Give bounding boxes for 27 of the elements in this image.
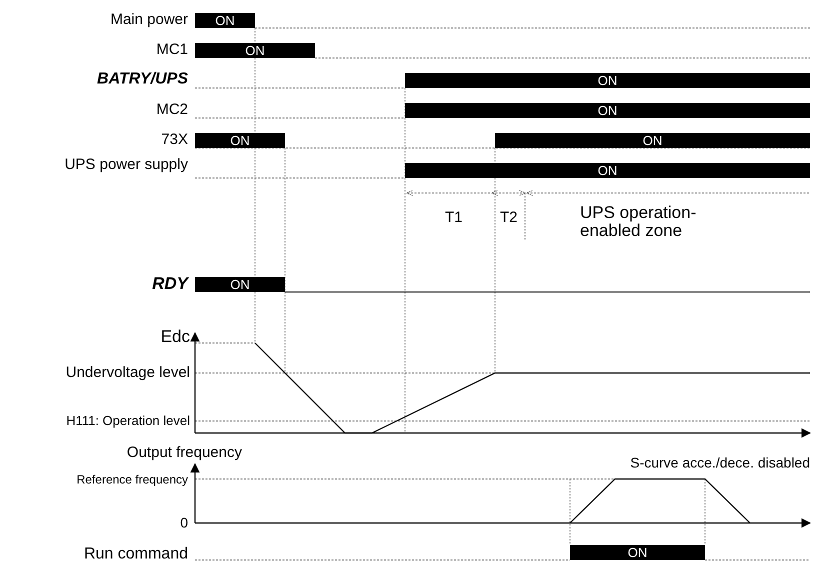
on-pulse: ON bbox=[405, 163, 810, 178]
on-pulse: ON bbox=[495, 133, 810, 148]
signal-name: MC2 bbox=[156, 102, 188, 118]
on-pulse: ON bbox=[570, 545, 705, 560]
signal-name: Run command bbox=[84, 546, 188, 564]
time-label: T1 bbox=[445, 210, 463, 226]
on-pulse: ON bbox=[195, 43, 315, 58]
axis-label: Output frequency bbox=[126, 445, 242, 461]
on-pulse: ON bbox=[195, 277, 285, 292]
axis-label: Edc bbox=[160, 328, 190, 346]
signal-name: UPS power supply bbox=[64, 157, 188, 173]
signal-name: BATRY/UPS bbox=[97, 72, 188, 88]
signal-name: 73X bbox=[161, 132, 188, 148]
level-label: 0 bbox=[180, 516, 188, 530]
signal-name: RDY bbox=[152, 275, 188, 293]
level-label: H111: Operation level bbox=[66, 414, 190, 428]
note-text: S-curve acce./dece. disabled bbox=[630, 456, 810, 470]
signal-name: Main power bbox=[110, 12, 188, 28]
signal-name: MC1 bbox=[156, 42, 188, 58]
on-pulse: ON bbox=[195, 13, 255, 28]
on-pulse: ON bbox=[195, 133, 285, 148]
on-pulse: ON bbox=[405, 73, 810, 88]
time-label: T2 bbox=[500, 210, 518, 226]
on-pulse: ON bbox=[405, 103, 810, 118]
level-label: Reference frequency bbox=[76, 474, 188, 486]
zone-label: UPS operation-enabled zone bbox=[580, 204, 698, 240]
level-label: Undervoltage level bbox=[66, 365, 190, 381]
